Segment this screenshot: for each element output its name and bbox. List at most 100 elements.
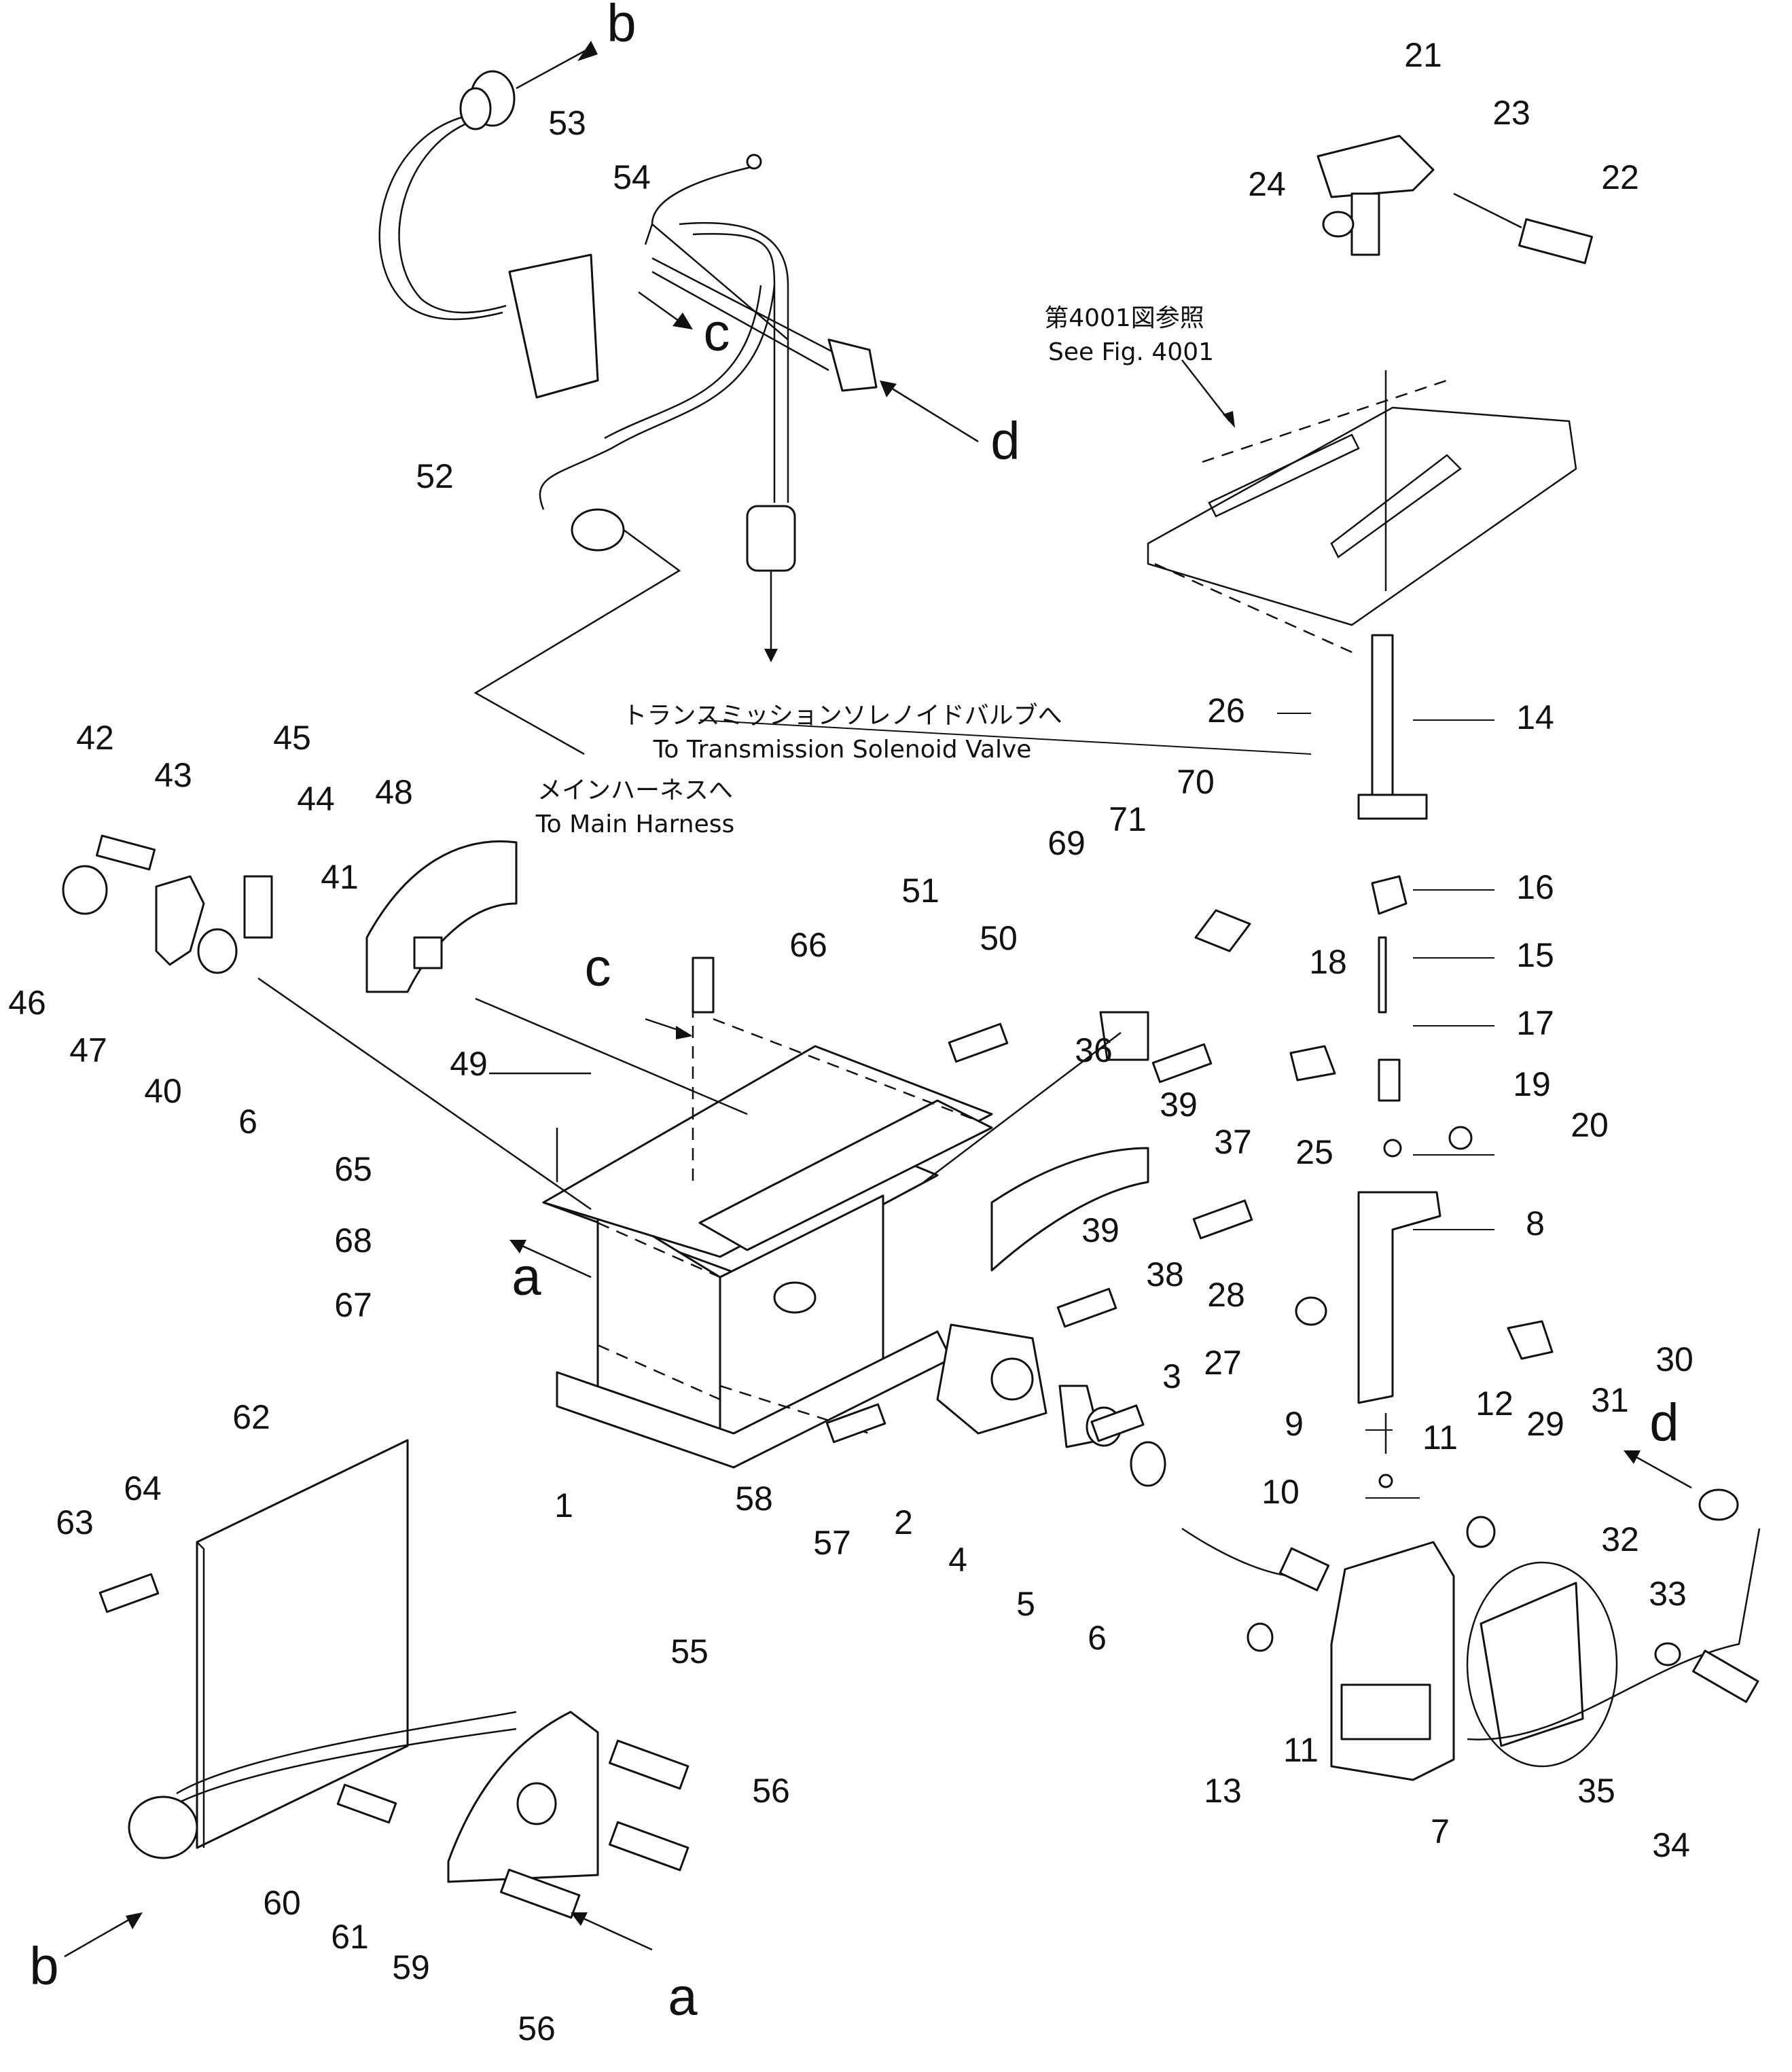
part-label-62: 62 xyxy=(232,1398,270,1436)
upper-left-brackets xyxy=(62,834,1122,1211)
part-label-25: 25 xyxy=(1295,1133,1333,1171)
part-label-4: 4 xyxy=(948,1541,967,1579)
part-label-1: 1 xyxy=(554,1486,573,1524)
part-label-39b: 39 xyxy=(1081,1211,1119,1249)
connection-label-b-top: b xyxy=(607,0,636,53)
part-label-15: 15 xyxy=(1516,936,1554,974)
part-label-50: 50 xyxy=(980,919,1018,957)
part-label-11a: 11 xyxy=(1422,1418,1458,1457)
part-label-43: 43 xyxy=(154,756,192,794)
part-label-56a: 56 xyxy=(752,1772,790,1810)
part-number-labels: 1 2 3 4 5 6 6 7 8 9 10 11 11 12 13 14 15… xyxy=(8,36,1694,2048)
part-label-30: 30 xyxy=(1655,1340,1694,1378)
part-label-33: 33 xyxy=(1649,1575,1687,1613)
connection-label-d-right: d xyxy=(1649,1393,1679,1452)
lever-assembly xyxy=(1181,135,1761,1781)
part-label-40: 40 xyxy=(144,1072,182,1110)
part-label-71: 71 xyxy=(1109,800,1147,838)
console-cover xyxy=(1147,370,1577,654)
part-label-23: 23 xyxy=(1492,94,1530,132)
part-label-65: 65 xyxy=(334,1150,372,1188)
connection-label-c-top: c xyxy=(704,302,730,362)
fig-ref-en: See Fig. 4001 xyxy=(1048,338,1214,366)
part-label-48: 48 xyxy=(375,773,413,811)
part-label-44: 44 xyxy=(297,780,335,818)
part-label-69: 69 xyxy=(1047,824,1086,862)
part-label-22: 22 xyxy=(1601,158,1639,196)
part-label-3: 3 xyxy=(1162,1357,1181,1395)
fig-ref-jp: 第4001図参照 xyxy=(1044,304,1204,332)
part-label-19: 19 xyxy=(1513,1065,1551,1103)
part-label-47: 47 xyxy=(69,1031,107,1069)
part-label-60: 60 xyxy=(263,1884,301,1922)
solenoid-note-en: To Transmission Solenoid Valve xyxy=(653,736,1032,764)
part-label-38: 38 xyxy=(1146,1255,1184,1293)
brackets-fasteners xyxy=(692,909,1253,1487)
part-label-12: 12 xyxy=(1475,1385,1513,1423)
connection-label-b-bottom: b xyxy=(29,1936,58,1996)
part-label-17: 17 xyxy=(1516,1004,1554,1042)
part-label-31: 31 xyxy=(1591,1381,1629,1419)
lower-left-parts xyxy=(98,1439,689,1919)
part-label-61: 61 xyxy=(331,1918,369,1956)
part-label-36: 36 xyxy=(1075,1031,1113,1069)
part-label-56b: 56 xyxy=(518,2010,556,2048)
harness-note-en: To Main Harness xyxy=(535,810,735,838)
harness-note-jp: メインハーネスへ xyxy=(537,776,733,804)
part-label-32: 32 xyxy=(1601,1520,1639,1558)
part-label-59: 59 xyxy=(392,1948,430,1986)
part-label-70: 70 xyxy=(1177,763,1215,801)
connection-label-a-mid: a xyxy=(512,1247,541,1306)
part-label-24: 24 xyxy=(1248,165,1286,203)
part-label-66: 66 xyxy=(789,926,827,964)
part-label-5: 5 xyxy=(1016,1585,1035,1623)
wiring-harness xyxy=(378,70,878,755)
part-label-28: 28 xyxy=(1207,1276,1245,1314)
part-label-57: 57 xyxy=(813,1524,851,1562)
part-label-41: 41 xyxy=(321,858,359,896)
connection-label-d-top: d xyxy=(990,411,1020,471)
part-label-63: 63 xyxy=(56,1503,94,1541)
part-label-54: 54 xyxy=(613,158,651,196)
part-label-6a: 6 xyxy=(1088,1619,1107,1657)
part-label-2: 2 xyxy=(894,1503,913,1541)
part-label-26: 26 xyxy=(1207,692,1245,730)
part-label-37: 37 xyxy=(1214,1123,1252,1161)
part-label-64: 64 xyxy=(124,1469,162,1507)
part-label-46: 46 xyxy=(8,984,46,1022)
part-label-29: 29 xyxy=(1526,1405,1564,1443)
part-label-14: 14 xyxy=(1516,698,1554,736)
part-label-51: 51 xyxy=(901,872,939,910)
part-label-42: 42 xyxy=(76,719,114,757)
main-frame xyxy=(542,1005,993,1469)
part-label-20: 20 xyxy=(1571,1106,1609,1144)
part-label-53: 53 xyxy=(548,104,586,142)
part-label-67: 67 xyxy=(334,1286,372,1324)
part-label-68: 68 xyxy=(334,1221,372,1260)
part-label-35: 35 xyxy=(1577,1772,1615,1810)
connection-label-c-mid: c xyxy=(585,937,611,997)
connection-arrows xyxy=(64,41,1692,1958)
connection-label-a-bottom: a xyxy=(668,1967,698,2026)
connection-letters: b c d c a d b a xyxy=(29,0,1679,2026)
leader-lines xyxy=(699,713,1494,1499)
part-label-58: 58 xyxy=(735,1480,773,1518)
part-label-55: 55 xyxy=(670,1632,709,1671)
part-label-7: 7 xyxy=(1431,1812,1450,1851)
part-label-39a: 39 xyxy=(1160,1086,1198,1124)
notes: 第4001図参照 See Fig. 4001 トランスミッションソレノイドバルブ… xyxy=(535,304,1214,838)
part-label-10: 10 xyxy=(1261,1473,1300,1511)
part-label-27: 27 xyxy=(1204,1344,1242,1382)
part-label-18: 18 xyxy=(1309,943,1347,981)
solenoid-note-jp: トランスミッションソレノイドバルブへ xyxy=(622,702,1062,730)
part-label-16: 16 xyxy=(1516,868,1554,906)
part-label-49: 49 xyxy=(450,1045,488,1083)
part-label-34: 34 xyxy=(1652,1826,1690,1864)
part-label-45: 45 xyxy=(273,719,311,757)
part-label-13: 13 xyxy=(1204,1772,1242,1810)
part-label-9: 9 xyxy=(1285,1405,1304,1443)
part-label-21: 21 xyxy=(1404,36,1442,74)
part-label-8: 8 xyxy=(1526,1204,1545,1243)
part-label-6b: 6 xyxy=(238,1103,257,1141)
